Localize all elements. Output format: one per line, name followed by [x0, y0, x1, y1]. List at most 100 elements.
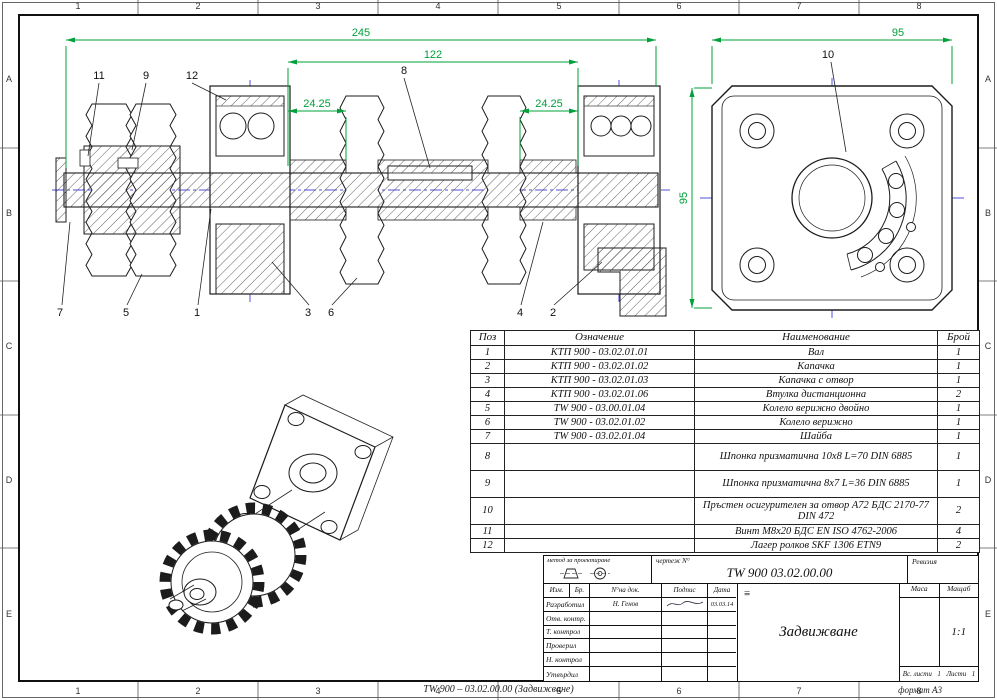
cell-pos: 9 — [470, 470, 505, 498]
footer-drawing-id: TW 900 – 03.02.00.00 (Задвижване) — [423, 684, 574, 695]
signature-table: Изм. Бр. N°на док. Подпис Дата Разработи… — [544, 584, 738, 681]
cell-pos: 12 — [470, 538, 505, 553]
frame-row-label: C — [984, 341, 992, 351]
callout-7: 7 — [57, 307, 63, 319]
mass-label: Маса — [900, 584, 940, 597]
end-dimensions: 95 95 — [678, 27, 953, 309]
section-dimensions: 245 122 24.25 24.25 — [65, 27, 657, 168]
callout-5: 5 — [123, 307, 129, 319]
frame-row-label: A — [5, 74, 12, 84]
dim-right: 24.25 — [535, 98, 563, 110]
footer-format: формат А3 — [898, 685, 942, 695]
cell-pos: 10 — [470, 497, 505, 525]
projection-symbol-icon — [560, 567, 610, 580]
sign-name — [590, 667, 662, 681]
isometric-view — [159, 394, 394, 635]
frame-col-label: 2 — [195, 1, 201, 11]
cell-name: Шайба — [694, 429, 938, 444]
cell-name: Шпонка призматична 10x8 L=70 DIN 6885 — [694, 443, 938, 471]
total-sheets-value: 1 — [937, 670, 941, 678]
callout-8: 8 — [401, 65, 407, 77]
sign-date — [708, 653, 736, 668]
dim-left: 24.25 — [303, 98, 331, 110]
cell-name: Капачка — [694, 359, 938, 374]
callout-12: 12 — [186, 70, 198, 82]
callout-2: 2 — [550, 307, 556, 319]
revision-cell: Ревизия — [908, 556, 978, 583]
cell-name: Втулка дистанционна — [694, 387, 938, 402]
iso-bolt-hole — [354, 445, 372, 459]
signature-scribble — [662, 597, 708, 612]
cell-qty: 2 — [937, 387, 980, 402]
sign-role: Проверил — [544, 639, 590, 654]
frame-col-label: 8 — [916, 686, 922, 696]
cell-pos: 6 — [470, 415, 505, 430]
sign-name — [590, 611, 662, 626]
sign-signature — [662, 625, 708, 640]
callout-11: 11 — [93, 70, 104, 82]
scale-label: Мащаб — [947, 584, 971, 593]
frame-col-label: 2 — [195, 686, 201, 696]
frame-col-label: 5 — [556, 686, 562, 696]
section-view: 245 122 24.25 24.25 11 9 12 8 7 5 1 3 6 … — [52, 27, 670, 319]
cell-qty: 4 — [937, 524, 980, 539]
cell-pos: 11 — [470, 524, 505, 539]
frame-col-label: 3 — [315, 1, 321, 11]
total-sheets-label: Вс. листи — [902, 670, 932, 678]
title-block: метод за проектиране чертеж N° TW 900 03… — [543, 555, 979, 682]
iso-bolt-hole — [253, 485, 271, 499]
cell-code — [504, 470, 695, 498]
iso-sprocket-front — [159, 529, 265, 635]
sign-signature — [662, 639, 708, 654]
cell-code: TW 900 - 03.00.01.04 — [504, 401, 695, 416]
sign-signature — [662, 611, 708, 626]
drawing-number-cell: чертеж N° TW 900 03.02.00.00 — [652, 556, 908, 583]
cell-pos: 5 — [470, 401, 505, 416]
sign-role: Н. контрол — [544, 653, 590, 668]
cell-name: Вал — [694, 345, 938, 360]
sign-role: Разработил — [544, 597, 590, 612]
frame-col-label: 7 — [796, 1, 802, 11]
sign-header: Дата — [708, 584, 736, 598]
cell-pos: 3 — [470, 373, 505, 388]
cell-code: КТП 900 - 03.02.01.01 — [504, 345, 695, 360]
sign-date: 03.03.14 — [708, 598, 736, 612]
spacer-bushings — [289, 159, 577, 221]
frame-row-label: C — [5, 341, 13, 351]
frame-col-label: 5 — [556, 1, 562, 11]
projection-method-label: метод за проектиране — [547, 557, 611, 564]
cell-qty: 1 — [937, 401, 980, 416]
logo-mark: ≡ — [744, 588, 751, 600]
cell-name: Винт М8х20 БДС EN ISO 4762-2006 — [694, 524, 938, 539]
sign-header: N°на док. — [590, 584, 662, 598]
screw — [79, 149, 91, 167]
dim-inner: 122 — [424, 49, 442, 61]
iso-flange-plate — [249, 394, 394, 541]
cell-qty: 1 — [937, 359, 980, 374]
cell-pos: 7 — [470, 429, 505, 444]
frame-col-label: 1 — [75, 1, 81, 11]
sign-role: Отв. контр. — [544, 611, 590, 626]
col-header-pos: Поз — [470, 330, 505, 346]
drawing-title: Задвижване — [779, 624, 858, 640]
iso-bolt-hole — [287, 412, 305, 426]
cell-code: TW 900 - 03.02.01.02 — [504, 415, 695, 430]
cell-qty: 1 — [937, 443, 980, 471]
sign-signature — [662, 653, 708, 668]
frame-col-label: 4 — [435, 1, 441, 11]
sheet-label: Листи — [946, 670, 967, 678]
cell-code: КТП 900 - 03.02.01.02 — [504, 359, 695, 374]
dim-flange-width: 95 — [892, 27, 904, 39]
sign-date — [708, 639, 736, 654]
callout-9: 9 — [143, 70, 149, 82]
drawing-number-label: чертеж N° — [656, 557, 690, 565]
hub-key — [117, 157, 139, 169]
